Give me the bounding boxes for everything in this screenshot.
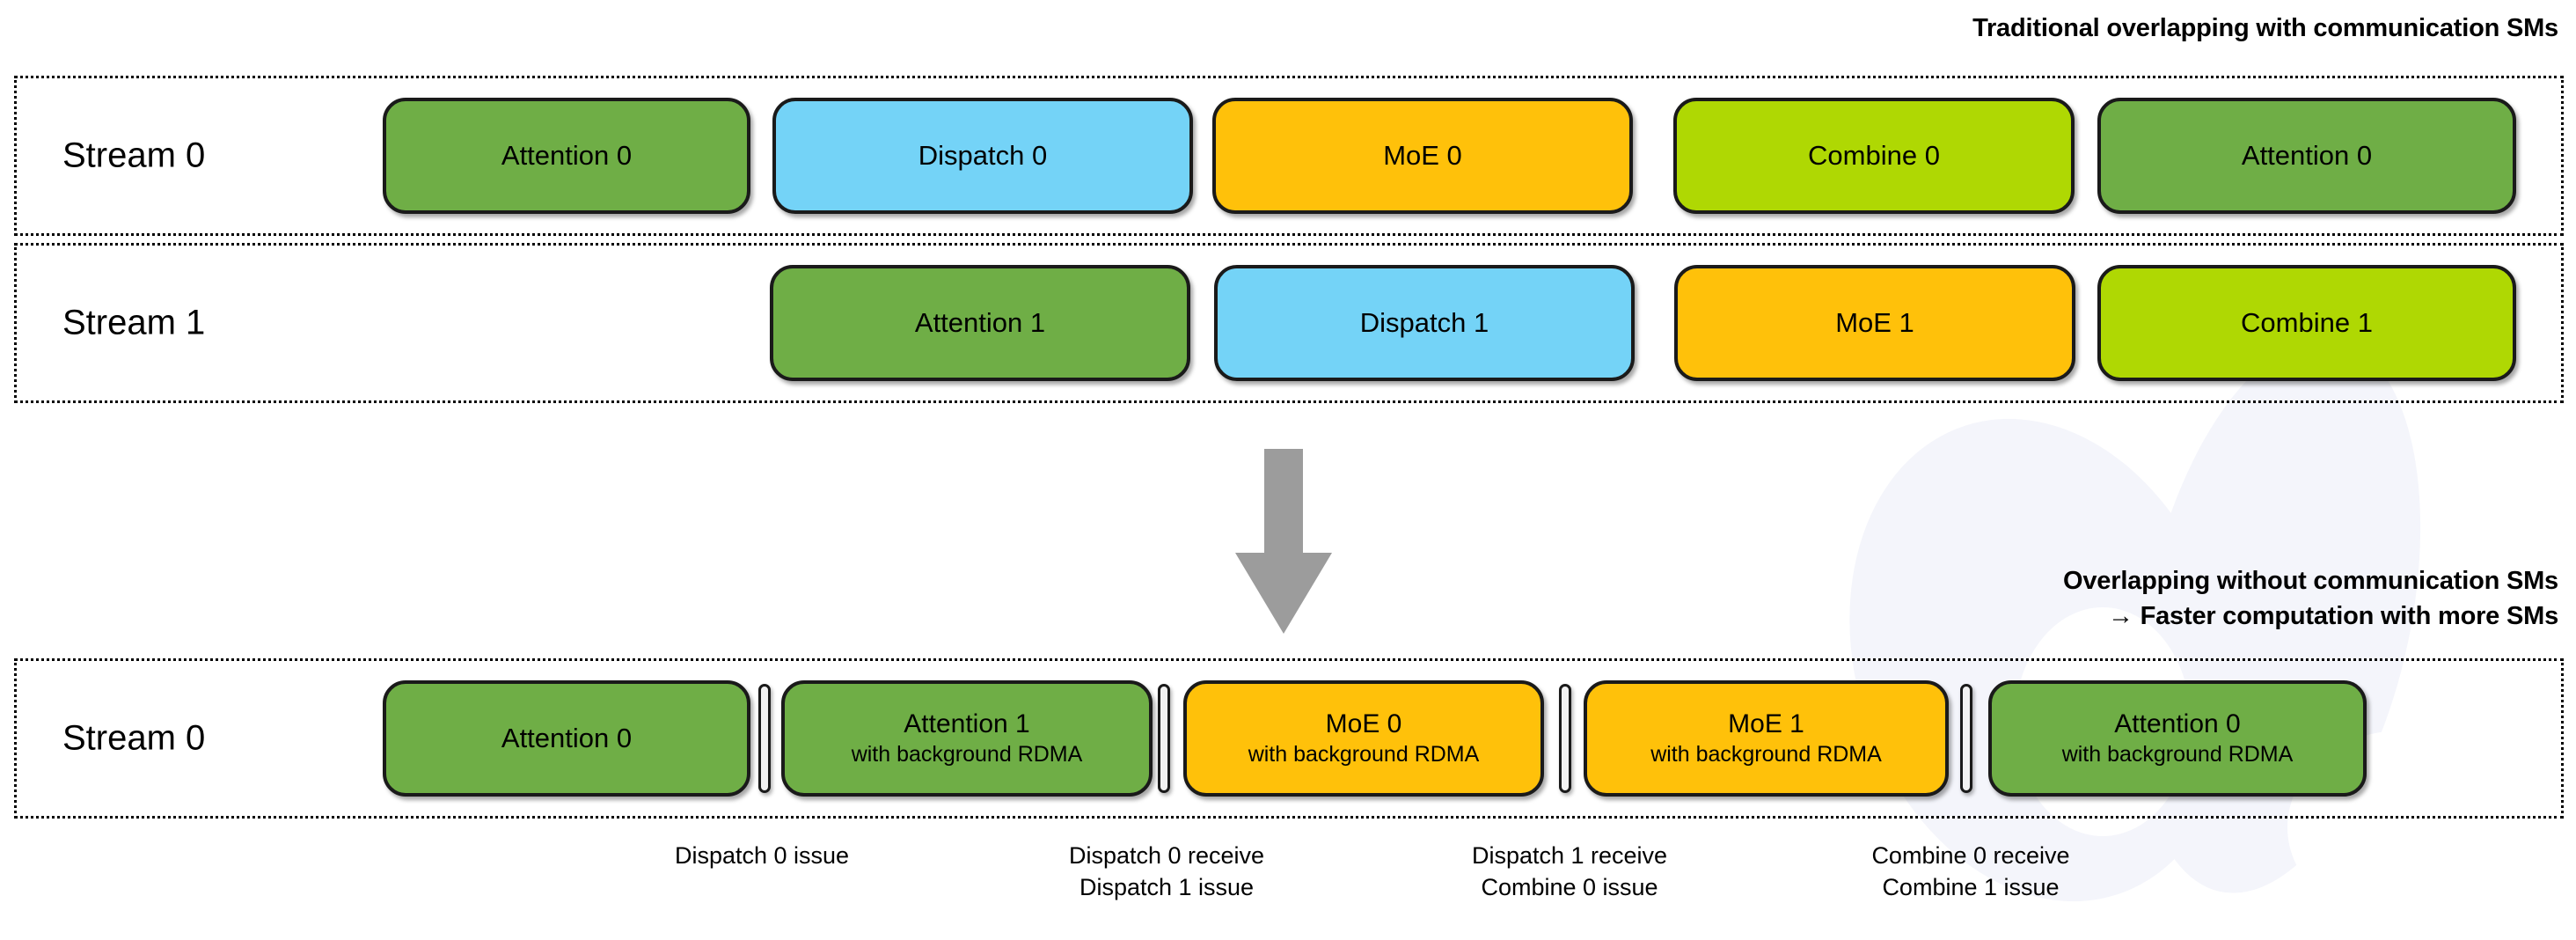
stream-label: Stream 0 [62, 136, 206, 175]
timeline-block: Dispatch 1 [1214, 265, 1635, 381]
timeline-block: Combine 0 [1673, 98, 2075, 214]
timeline-block: Attention 0 with background RDMA [1988, 680, 2367, 797]
traditional-overlap-title: Traditional overlapping with communicati… [1972, 14, 2558, 42]
block-label: Attention 0 [501, 723, 633, 754]
block-label: MoE 1 [1728, 709, 1804, 738]
phase-divider-bar [1960, 684, 1972, 793]
block-label: Attention 1 [914, 307, 1046, 339]
timeline-block: Attention 0 [2097, 98, 2516, 214]
block-sublabel: with background RDMA [1248, 742, 1480, 767]
timeline-block: Dispatch 0 [772, 98, 1193, 214]
timeline-caption: Dispatch 0 receive Dispatch 1 issue [1068, 842, 1265, 900]
block-label: MoE 0 [1325, 709, 1402, 738]
timeline-block: Attention 1 with background RDMA [781, 680, 1153, 797]
stream-track-1: Stream 1 [14, 243, 2564, 403]
stream-label: Stream 1 [62, 303, 206, 342]
optimized-overlap-title: Overlapping without communication SMs → … [2063, 567, 2558, 631]
phase-divider-bar [758, 684, 771, 793]
timeline-block: MoE 0 [1212, 98, 1633, 214]
timeline-caption: Dispatch 0 issue [674, 842, 850, 869]
timeline-caption: Combine 0 receive Combine 1 issue [1871, 842, 2070, 900]
timeline-block: MoE 1 with background RDMA [1584, 680, 1949, 797]
block-label: Combine 1 [2241, 307, 2373, 339]
phase-divider-bar [1158, 684, 1170, 793]
timeline-block: MoE 1 [1674, 265, 2075, 381]
timeline-block: MoE 0 with background RDMA [1183, 680, 1544, 797]
timeline-block: Attention 0 [383, 98, 750, 214]
phase-divider-bar [1559, 684, 1571, 793]
block-label: Dispatch 0 [918, 140, 1048, 172]
block-label: MoE 1 [1835, 307, 1914, 339]
block-label: Attention 0 [2114, 709, 2241, 738]
block-sublabel: with background RDMA [1650, 742, 1882, 767]
stream-track-0: Stream 0 [14, 76, 2564, 236]
timeline-block: Combine 1 [2097, 265, 2516, 381]
block-label: Attention 0 [2241, 140, 2373, 172]
block-label: Combine 0 [1808, 140, 1940, 172]
timeline-caption: Dispatch 1 receive Combine 0 issue [1471, 842, 1668, 900]
stream-label: Stream 0 [62, 718, 206, 758]
down-arrow-icon [1235, 449, 1332, 634]
block-label: MoE 0 [1383, 140, 1462, 172]
block-label: Attention 0 [501, 140, 633, 172]
block-sublabel: with background RDMA [851, 742, 1083, 767]
block-sublabel: with background RDMA [2061, 742, 2294, 767]
stream-track-2: Stream 0 … [14, 658, 2564, 819]
block-label: Dispatch 1 [1359, 307, 1489, 339]
timeline-block: Attention 1 [770, 265, 1190, 381]
timeline-block: Attention 0 [383, 680, 750, 797]
block-label: Attention 1 [904, 709, 1030, 738]
